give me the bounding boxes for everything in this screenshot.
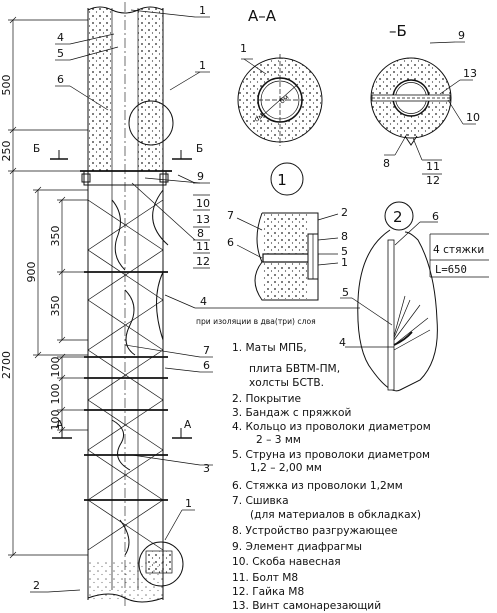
legend: 1. Маты МПБ, плита БВТМ-ПМ, холсты БСТВ.…	[232, 342, 431, 612]
callout-1-bottom: 1	[185, 497, 192, 510]
section-marker-a	[52, 428, 192, 439]
callout-7-d1: 7	[227, 209, 234, 222]
callout-13-main: 13	[196, 213, 210, 226]
legend-item-4b: 2 – 3 мм	[256, 434, 301, 446]
legend-item-7b: (для материалов в обкладках)	[250, 509, 421, 521]
legend-item-1b: плита БВТМ-ПМ,	[249, 363, 340, 375]
callout-1-top: 1	[199, 4, 206, 17]
callout-10-b: 10	[466, 111, 480, 124]
dimension-lines	[8, 16, 88, 559]
callout-5-d2: 5	[342, 286, 349, 299]
detail-1-view	[236, 212, 339, 301]
callout-12-b: 12	[426, 174, 440, 187]
legend-item-1c: холсты БСТВ.	[249, 377, 324, 389]
callout-shelves	[30, 16, 360, 593]
callout-13-b: 13	[463, 67, 477, 80]
callout-6-d2: 6	[432, 210, 439, 223]
callout-1-aa: 1	[240, 42, 247, 55]
callout-12-main: 12	[196, 255, 210, 268]
callout-1-d1: 1	[341, 256, 348, 269]
label-length: L=650	[435, 264, 467, 276]
callout-boxes-upper	[193, 194, 210, 269]
section-aa-title: А–А	[248, 7, 277, 25]
legend-item-5a: 5. Струна из проволоки диаметром	[232, 449, 430, 461]
callout-11-main: 11	[196, 240, 210, 253]
callout-4-mid: 4	[200, 295, 207, 308]
legend-item-4a: 4. Кольцо из проволоки диаметром	[232, 421, 431, 433]
callout-4-top: 4	[57, 31, 64, 44]
detail-2-label: 2	[393, 208, 403, 226]
legend-item-8: 8. Устройство разгружающее	[232, 525, 397, 537]
legend-item-3: 3. Бандаж с пряжкой	[232, 407, 351, 419]
callout-6-top: 6	[57, 73, 64, 86]
callout-5-top: 5	[57, 47, 64, 60]
leader-lines-main	[47, 9, 201, 593]
dim-250: 250	[0, 141, 13, 162]
dim-350-lower: 350	[49, 296, 62, 317]
dim-900: 900	[25, 262, 38, 283]
callout-9-b: 9	[458, 29, 465, 42]
label-stjazhki: 4 стяжки	[433, 244, 484, 256]
callout-10-main: 10	[196, 197, 210, 210]
dim-350-upper: 350	[49, 226, 62, 247]
section-b-right: Б	[196, 143, 203, 155]
dim-500: 500	[0, 75, 13, 96]
callout-8-d1: 8	[341, 230, 348, 243]
callout-7-main: 7	[203, 344, 210, 357]
callout-2-bottom: 2	[33, 579, 40, 592]
callout-3-main: 3	[203, 462, 210, 475]
section-b-title: –Б	[389, 22, 407, 40]
callout-2-d1: 2	[341, 206, 348, 219]
section-a-right: А	[184, 419, 192, 431]
section-marker-b	[50, 150, 192, 160]
legend-item-12: 12. Гайка М8	[232, 586, 304, 598]
legend-item-6: 6. Стяжка из проволоки 1,2мм	[232, 480, 403, 492]
callout-9-main: 9	[197, 170, 204, 183]
legend-item-2: 2. Покрытие	[232, 393, 301, 405]
callout-6-main: 6	[203, 359, 210, 372]
dim-100-c: 100	[49, 410, 62, 431]
legend-item-9: 9. Элемент диафрагмы	[232, 541, 362, 553]
main-pipe	[80, 2, 184, 608]
callout-4-d2: 4	[339, 336, 346, 349]
legend-item-13: 13. Винт самонарезающий	[232, 600, 381, 612]
callout-11-b: 11	[426, 160, 440, 173]
legend-item-5b: 1,2 – 2,00 мм	[250, 462, 322, 474]
section-b-view	[370, 41, 476, 175]
callout-6-d1: 6	[227, 236, 234, 249]
section-a-left: А	[56, 419, 64, 431]
legend-item-11: 11. Болт М8	[232, 572, 298, 584]
legend-item-7: 7. Сшивка	[232, 495, 289, 507]
section-b-left: Б	[33, 143, 40, 155]
legend-item-1a: 1. Маты МПБ,	[232, 342, 307, 354]
callout-8-main: 8	[197, 227, 204, 240]
dim-100-a: 100	[49, 357, 62, 378]
mark-dm: dм	[253, 112, 265, 124]
dim-2700: 2700	[0, 351, 13, 379]
detail-2-view	[340, 201, 489, 392]
callout-1-circle: 1	[199, 59, 206, 72]
detail-1-label: 1	[277, 171, 287, 189]
callout-5-d1: 5	[341, 245, 348, 258]
legend-item-10: 10. Скоба навесная	[232, 556, 341, 568]
note-insulation: при изоляции в два(три) слоя	[196, 317, 316, 326]
section-aa-view	[237, 54, 323, 196]
callout-8-b: 8	[383, 157, 390, 170]
dim-100-b: 100	[49, 384, 62, 405]
